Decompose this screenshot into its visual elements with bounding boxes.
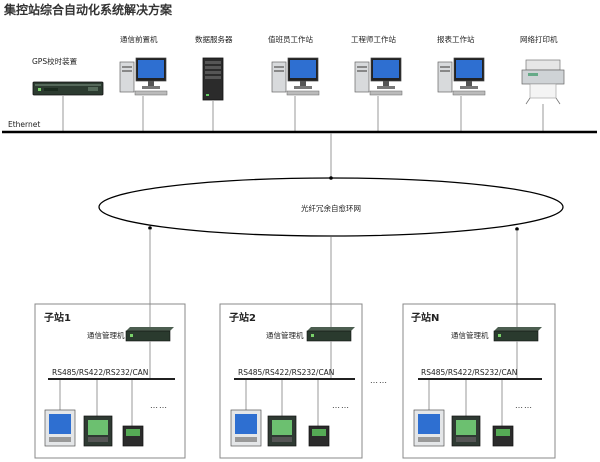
label-duty-ws: 值班员工作站 bbox=[268, 34, 313, 44]
label-comm-front: 通信前置机 bbox=[120, 34, 158, 44]
substation-2-bus-label: RS485/RS422/RS232/CAN bbox=[238, 368, 334, 377]
label-gps: GPS校时装置 bbox=[32, 56, 78, 66]
workstation-icon bbox=[437, 57, 486, 96]
workstation-icon bbox=[119, 57, 168, 96]
label-engineer-ws: 工程师工作站 bbox=[351, 34, 396, 44]
substation-1-meter-drops bbox=[59, 380, 133, 426]
ring-node-top bbox=[329, 176, 333, 180]
gps-clock-icon bbox=[32, 81, 104, 96]
comm-manager-icon bbox=[493, 327, 542, 342]
substation-n-meter-drops bbox=[428, 380, 503, 426]
power-meter-icon bbox=[122, 425, 144, 447]
substation-2-manager-label: 通信管理机 bbox=[266, 330, 304, 340]
substation-2: 子站2 通信管理机 RS485/RS422/RS232/CAN bbox=[219, 303, 363, 459]
power-meter-icon bbox=[44, 409, 76, 447]
comm-manager-icon bbox=[125, 327, 174, 342]
substation-1: 子站1 通信管理机 RS485/RS422/RS232/CAN bbox=[34, 303, 186, 459]
substation-n-more: …… bbox=[515, 401, 533, 410]
ring-node-1 bbox=[148, 226, 152, 230]
ethernet-label: Ethernet bbox=[8, 120, 40, 129]
ring-node-n bbox=[515, 227, 519, 231]
label-report-ws: 报表工作站 bbox=[437, 34, 475, 44]
server-icon bbox=[202, 57, 224, 101]
power-meter-icon bbox=[308, 425, 330, 447]
power-meter-icon bbox=[492, 425, 514, 447]
substation-1-manager-label: 通信管理机 bbox=[87, 330, 125, 340]
substation-1-title: 子站1 bbox=[44, 311, 71, 324]
ring-drop-lines bbox=[149, 229, 518, 330]
diagram-title: 集控站综合自动化系统解决方案 bbox=[3, 2, 173, 17]
power-meter-icon bbox=[230, 409, 262, 447]
power-meter-icon bbox=[451, 415, 481, 447]
power-meter-icon bbox=[413, 409, 445, 447]
printer-icon bbox=[521, 59, 565, 105]
substation-1-more: …… bbox=[150, 401, 168, 410]
substation-2-title: 子站2 bbox=[229, 311, 256, 324]
substation-n-manager-label: 通信管理机 bbox=[451, 330, 489, 340]
power-meter-icon bbox=[83, 415, 113, 447]
device-connections bbox=[62, 96, 544, 131]
workstation-icon bbox=[271, 57, 320, 96]
substation-1-bus-label: RS485/RS422/RS232/CAN bbox=[52, 368, 148, 377]
comm-manager-icon bbox=[306, 327, 355, 342]
substation-2-meter-drops bbox=[245, 380, 319, 426]
substation-n-bus-label: RS485/RS422/RS232/CAN bbox=[421, 368, 517, 377]
substation-2-more: …… bbox=[332, 401, 350, 410]
label-data-server: 数据服务器 bbox=[195, 34, 233, 44]
substation-n-title: 子站N bbox=[411, 311, 439, 324]
workstation-icon bbox=[354, 57, 403, 96]
ring-label: 光纤冗余自愈环网 bbox=[301, 203, 361, 213]
label-net-printer: 网络打印机 bbox=[520, 34, 558, 44]
substation-n: 子站N 通信管理机 RS485/RS422/RS232/CAN bbox=[402, 303, 556, 459]
power-meter-icon bbox=[267, 415, 297, 447]
between-substations-dots: …… bbox=[370, 376, 388, 385]
